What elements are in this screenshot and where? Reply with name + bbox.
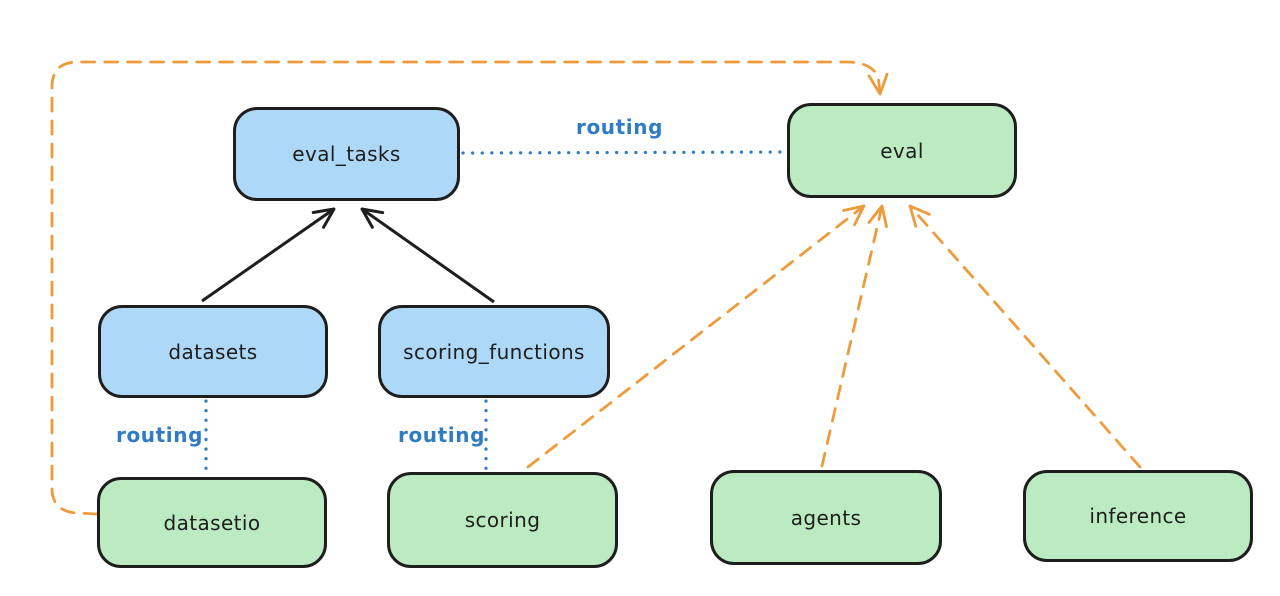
- edge-datasetio-to-eval[interactable]: [50, 60, 889, 516]
- node-eval-tasks-label: eval_tasks: [292, 142, 401, 166]
- node-datasetio[interactable]: datasetio: [97, 477, 327, 568]
- edge-inference-to-eval[interactable]: [908, 204, 1142, 469]
- node-scoring[interactable]: scoring: [387, 472, 618, 568]
- node-datasetio-label: datasetio: [163, 510, 261, 535]
- node-eval-label: eval: [880, 138, 924, 163]
- node-datasets[interactable]: datasets: [98, 305, 328, 398]
- edge-eval-tasks-to-eval-routing[interactable]: [461, 150, 785, 155]
- node-scoring-label: scoring: [464, 508, 541, 532]
- node-datasets-label: datasets: [168, 339, 258, 364]
- node-inference-label: inference: [1089, 504, 1187, 528]
- node-agents[interactable]: agents: [710, 470, 942, 565]
- edge-scoring-to-eval[interactable]: [526, 204, 866, 469]
- routing-label-datasets-datasetio[interactable]: routing: [116, 423, 204, 447]
- node-scoring-functions-label: scoring_functions: [403, 339, 585, 364]
- node-scoring-functions[interactable]: scoring_functions: [378, 305, 610, 398]
- node-eval-tasks[interactable]: eval_tasks: [233, 107, 460, 201]
- node-agents-label: agents: [790, 505, 862, 530]
- routing-label-eval-tasks-eval[interactable]: routing: [576, 115, 664, 139]
- edge-agents-to-eval[interactable]: [820, 204, 888, 468]
- node-inference[interactable]: inference: [1023, 470, 1253, 562]
- edge-datasets-to-eval-tasks[interactable]: [201, 207, 336, 303]
- edge-scoring-functions-to-eval-tasks[interactable]: [360, 207, 495, 304]
- node-eval[interactable]: eval: [787, 103, 1017, 198]
- routing-label-scoring-functions-scoring[interactable]: routing: [398, 423, 486, 447]
